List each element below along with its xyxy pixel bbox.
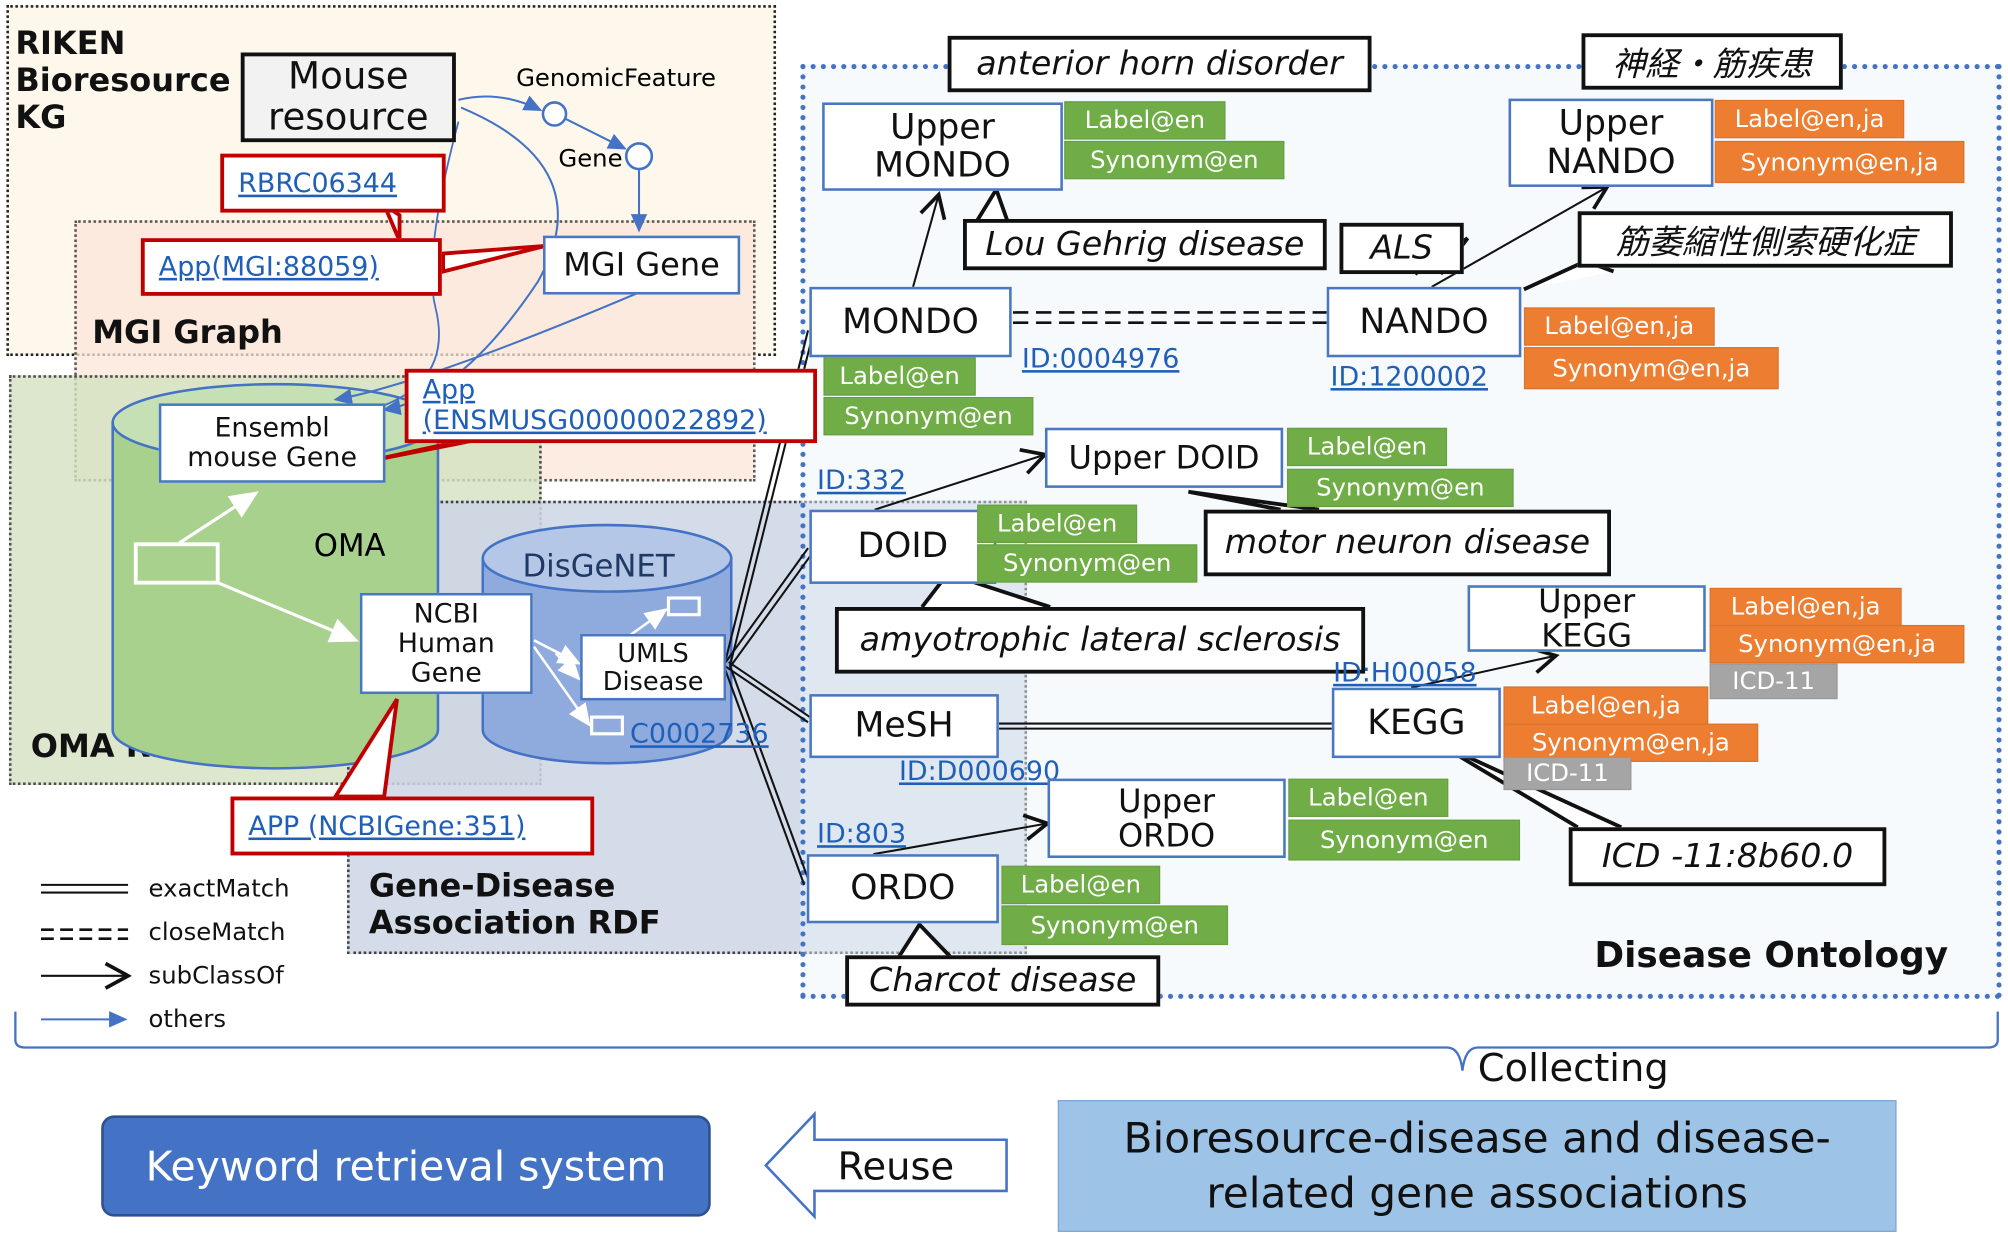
umls-node: UMLS Disease <box>580 633 727 701</box>
upper-mondo-label-tag: Label@en <box>1064 101 1226 140</box>
collecting-label: Collecting <box>1477 1046 1669 1092</box>
ordo-id-link[interactable]: ID:803 <box>817 818 907 850</box>
collecting-brace <box>14 1011 1999 1071</box>
upper-nando-synonym-tag: Synonym@en,ja <box>1714 140 1965 184</box>
kegg-id-link[interactable]: ID:H00058 <box>1333 656 1477 688</box>
nando-label-tag: Label@en,ja <box>1523 307 1715 346</box>
ordo-label-tag: Label@en <box>1001 865 1161 905</box>
ordo-synonym-tag: Synonym@en <box>1001 905 1229 946</box>
ensembl-node: Ensembl mouse Gene <box>158 403 386 483</box>
bioresource-label: Bioresource-disease and disease- related… <box>1123 1112 1831 1218</box>
keyword-retrieval-label: Keyword retrieval system <box>145 1141 667 1191</box>
doid-id-link[interactable]: ID:332 <box>817 464 907 496</box>
shinkei-bubble: 神経・筋疾患 <box>1581 33 1843 90</box>
app-ens-link[interactable]: App (ENSMUSG00000022892) <box>422 373 767 436</box>
gene-label: Gene <box>558 144 623 173</box>
oma-label: OMA <box>313 527 386 564</box>
kegg-node: KEGG <box>1331 687 1501 759</box>
app-ncbi-callout <box>230 796 595 856</box>
upper-mondo-synonym-tag: Synonym@en <box>1064 140 1285 180</box>
nando-synonym-tag: Synonym@en,ja <box>1523 347 1779 390</box>
reuse-label: Reuse <box>837 1144 955 1190</box>
app-mgi-callout <box>140 238 442 296</box>
upper-ordo-node: Upper ORDO <box>1047 778 1286 859</box>
rbrc-link[interactable]: RBRC06344 <box>238 167 398 199</box>
upper-kegg-icd-tag: ICD-11 <box>1709 663 1838 700</box>
upper-ordo-label-tag: Label@en <box>1288 778 1449 818</box>
app-ncbi-link[interactable]: APP (NCBIGene:351) <box>248 810 526 842</box>
amyotrophic-bubble: amyotrophic lateral sclerosis <box>834 607 1366 674</box>
motor-neuron-bubble: motor neuron disease <box>1203 509 1611 577</box>
mesh-node: MeSH <box>809 694 999 759</box>
upper-doid-synonym-tag: Synonym@en <box>1287 468 1514 508</box>
lou-gehrig-bubble: Lou Gehrig disease <box>963 218 1327 271</box>
upper-doid-label-tag: Label@en <box>1287 427 1448 467</box>
upper-ordo-synonym-tag: Synonym@en <box>1288 819 1521 861</box>
mgi-gene-node: MGI Gene <box>542 235 741 295</box>
upper-mondo-node: Upper MONDO <box>822 102 1063 191</box>
disease-ontology-title: Disease Ontology <box>1594 933 1949 976</box>
legend-others: others <box>148 1005 227 1034</box>
nando-id-link[interactable]: ID:1200002 <box>1330 361 1489 392</box>
mgi-title: MGI Graph <box>92 313 283 351</box>
genomic-feature-label: GenomicFeature <box>516 64 717 93</box>
ncbi-node: NCBI Human Gene <box>359 592 533 695</box>
mouse-resource-node: Mouse resource <box>240 52 456 143</box>
upper-kegg-label-tag: Label@en,ja <box>1709 587 1902 627</box>
gda-title: Gene-Disease Association RDF <box>368 866 661 941</box>
kinishuku-bubble: 筋萎縮性側索硬化症 <box>1577 211 1953 268</box>
doid-node: DOID <box>809 509 997 584</box>
upper-nando-node: Upper NANDO <box>1508 98 1714 187</box>
legend-close-match: closeMatch <box>148 918 286 947</box>
doid-label-tag: Label@en <box>977 504 1138 543</box>
legend-lines <box>40 883 132 1028</box>
disgenet-label: DisGeNET <box>522 548 675 584</box>
app-mgi-link[interactable]: App(MGI:88059) <box>158 250 379 282</box>
upper-nando-label-tag: Label@en,ja <box>1714 99 1905 139</box>
ordo-node: ORDO <box>806 854 999 924</box>
legend-exact-match: exactMatch <box>148 874 290 903</box>
mondo-id-link[interactable]: ID:0004976 <box>1021 343 1180 374</box>
kegg-icd-tag: ICD-11 <box>1503 756 1632 791</box>
bioresource-box: Bioresource-disease and disease- related… <box>1057 1100 1897 1232</box>
mondo-label-tag: Label@en <box>823 357 976 396</box>
close-match-lines <box>1012 311 1327 324</box>
charcot-bubble: Charcot disease <box>845 955 1161 1007</box>
nando-node: NANDO <box>1326 286 1522 358</box>
mesh-id-link[interactable]: ID:D000690 <box>898 755 1061 787</box>
oma-inner-box <box>133 542 220 585</box>
mondo-synonym-tag: Synonym@en <box>823 396 1034 436</box>
mondo-node: MONDO <box>809 286 1012 358</box>
upper-doid-node: Upper DOID <box>1044 427 1284 488</box>
kegg-label-tag: Label@en,ja <box>1503 686 1709 725</box>
kegg-synonym-tag: Synonym@en,ja <box>1503 723 1759 762</box>
upper-kegg-node: Upper KEGG <box>1467 583 1706 653</box>
icd-bubble: ICD -11:8b60.0 <box>1568 827 1887 887</box>
app-ens-callout <box>404 368 818 444</box>
doid-synonym-tag: Synonym@en <box>977 544 1198 583</box>
als-bubble: ALS <box>1339 222 1464 275</box>
anterior-horn-bubble: anterior horn disorder <box>947 35 1372 93</box>
legend-subclass-of: subClassOf <box>148 961 284 990</box>
rbrc-callout <box>220 153 446 213</box>
umls-id-link[interactable]: C0002736 <box>630 718 769 750</box>
reuse-arrow <box>764 1110 1008 1220</box>
upper-kegg-synonym-tag: Synonym@en,ja <box>1709 624 1965 664</box>
riken-title: RIKEN Bioresource KG <box>15 24 231 136</box>
keyword-retrieval-box: Keyword retrieval system <box>101 1115 711 1217</box>
